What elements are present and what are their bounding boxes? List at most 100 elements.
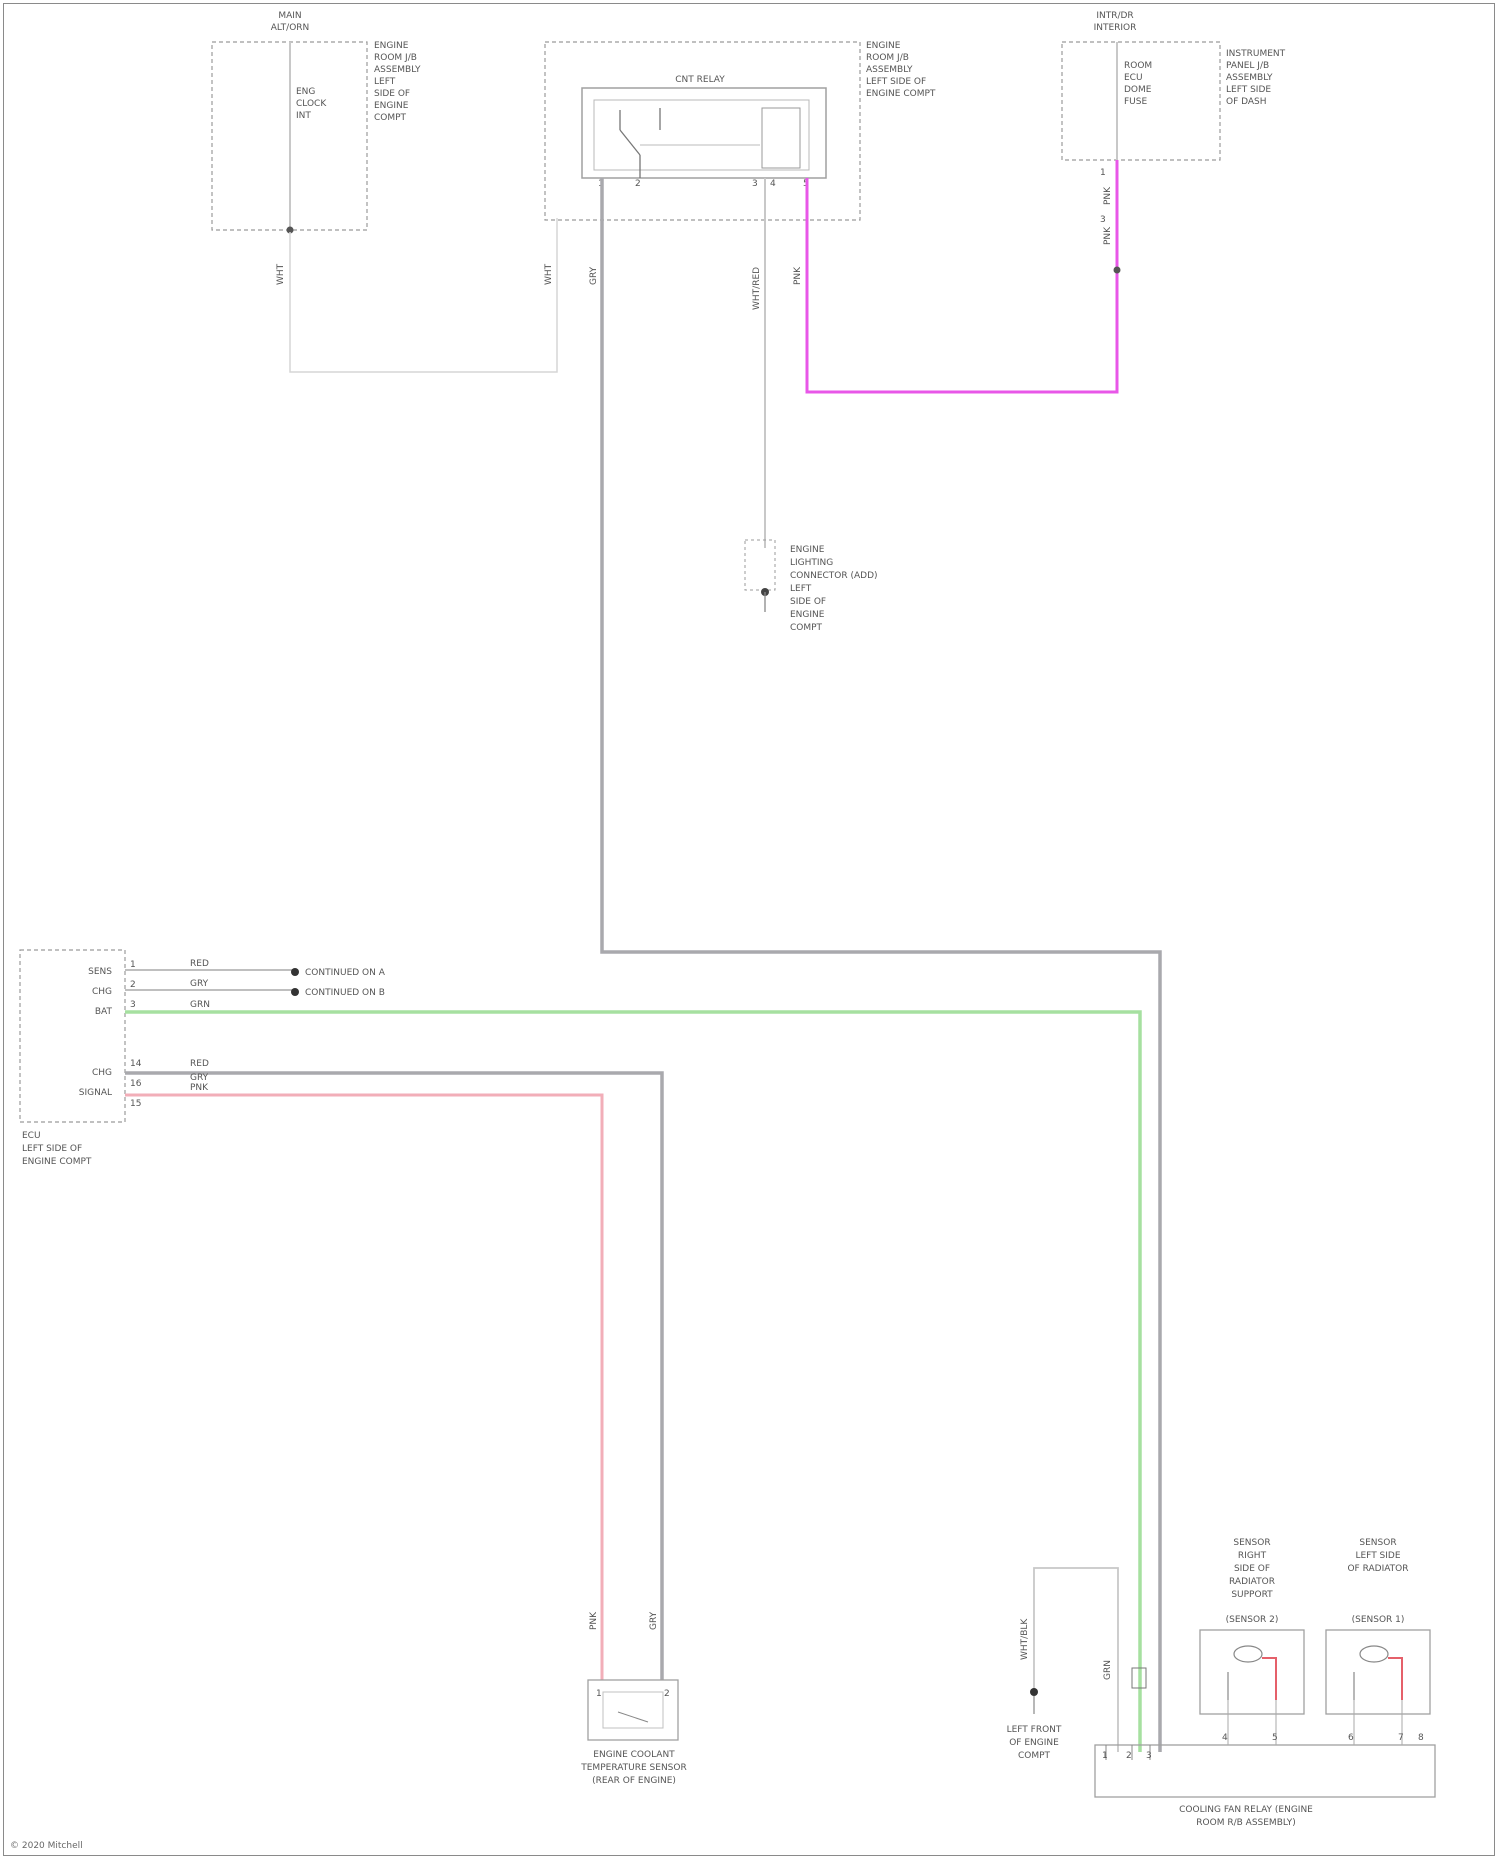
wire-label-sensor-b: GRY bbox=[649, 1611, 659, 1630]
fuse-left-title-1: MAIN bbox=[278, 11, 301, 21]
ecu-pin-3: 3 bbox=[130, 1000, 136, 1010]
cooling-fan-relay-assembly: 1 2 3 4 5 6 7 8 COOLING FAN RELAY (ENGIN… bbox=[1095, 1700, 1435, 1828]
gnd-bottom-line-2: OF ENGINE bbox=[1009, 1738, 1059, 1748]
ecu-left: SENS CHG BAT CHG SIGNAL 1 2 3 14 16 15 E… bbox=[20, 950, 142, 1167]
wire-label-ecu-e: GRY bbox=[190, 1073, 209, 1083]
fuse-right-body-3: DOME bbox=[1124, 85, 1152, 95]
ecu-pin-1: 1 bbox=[130, 960, 136, 970]
lamp-b-head-3: OF RADIATOR bbox=[1347, 1564, 1408, 1574]
assy-pin-5: 5 bbox=[1272, 1733, 1278, 1743]
lamp-a-head-2: RIGHT bbox=[1238, 1551, 1267, 1561]
assy-pin-7: 7 bbox=[1398, 1733, 1404, 1743]
gnd-bottom-line-3: COMPT bbox=[1018, 1751, 1051, 1761]
gnd-conn-line-2: LIGHTING bbox=[790, 558, 833, 568]
relay-loc-1: ENGINE bbox=[866, 41, 901, 51]
wire-label-pink-near: PNK bbox=[1103, 226, 1113, 245]
ecu-wires bbox=[125, 968, 1140, 1752]
ecu-pin-14: 14 bbox=[130, 1059, 142, 1069]
lamp-a-head-3: SIDE OF bbox=[1234, 1564, 1270, 1574]
fuse-left-loc-4: LEFT bbox=[374, 77, 396, 87]
ecu-loc-3: ENGINE COMPT bbox=[22, 1157, 92, 1167]
ecu-loc-1: ECU bbox=[22, 1131, 41, 1141]
lamp-a-body: (SENSOR 2) bbox=[1226, 1615, 1279, 1625]
ecu-pin-label-1: SENS bbox=[88, 967, 112, 977]
splice-dot-pink bbox=[1114, 267, 1121, 274]
lamp-a-head-1: SENSOR bbox=[1233, 1538, 1270, 1548]
coolant-temp-sensor: 1 2 ENGINE COOLANT TEMPERATURE SENSOR (R… bbox=[580, 1680, 686, 1786]
gnd-conn-line-1: ENGINE bbox=[790, 545, 825, 555]
fuse-right-title-1: INTR/DR bbox=[1096, 11, 1133, 21]
wire-label-grn-bottom: GRN bbox=[1103, 1660, 1113, 1680]
fuse-right-loc-2: PANEL J/B bbox=[1226, 61, 1269, 71]
ecu-pin-2: 2 bbox=[130, 980, 136, 990]
fuse-left-body-2: CLOCK bbox=[296, 99, 327, 109]
assy-pin-2: 2 bbox=[1126, 1751, 1132, 1761]
fuse-right-pin-3: 3 bbox=[1100, 215, 1106, 225]
relay-name: CNT RELAY bbox=[675, 75, 725, 85]
relay-loc-3: ASSEMBLY bbox=[866, 65, 913, 75]
fuse-right-body-4: FUSE bbox=[1124, 97, 1147, 107]
lamp-right-b: SENSOR LEFT SIDE OF RADIATOR (SENSOR 1) bbox=[1326, 1538, 1430, 1714]
relay-loc-5: ENGINE COMPT bbox=[866, 89, 936, 99]
gnd-conn-line-7: COMPT bbox=[790, 623, 823, 633]
wire-label-gray-main: GRY bbox=[589, 266, 599, 285]
fuse-right-pin-1: 1 bbox=[1100, 168, 1106, 178]
fuse-left-loc-6: ENGINE bbox=[374, 101, 409, 111]
gnd-conn-line-6: ENGINE bbox=[790, 610, 825, 620]
sensor-line-3: (REAR OF ENGINE) bbox=[592, 1776, 676, 1786]
fuse-box-top-left: MAIN ALT/ORN ENG CLOCK INT ENGINE ROOM J… bbox=[212, 11, 421, 234]
wire-label-ecu-c: GRN bbox=[190, 1000, 210, 1010]
relay-loc-4: LEFT SIDE OF bbox=[866, 77, 926, 87]
wire-label-relay-right: PNK bbox=[793, 266, 803, 285]
lamp-b-head-1: SENSOR bbox=[1359, 1538, 1396, 1548]
wire-label-relay-left: WHT bbox=[544, 263, 554, 285]
fuse-right-body-1: ROOM bbox=[1124, 61, 1152, 71]
gnd-conn-line-3: CONNECTOR (ADD) bbox=[790, 571, 878, 581]
gnd-conn-line-5: SIDE OF bbox=[790, 597, 826, 607]
assy-pin-6: 6 bbox=[1348, 1733, 1354, 1743]
wire-label-ecu-b: GRY bbox=[190, 979, 209, 989]
relay-pin-4: 4 bbox=[770, 179, 776, 189]
assy-line-2: ROOM R/B ASSEMBLY) bbox=[1196, 1818, 1295, 1828]
ecu-pin-label-2: CHG bbox=[92, 987, 112, 997]
fuse-left-body-1: ENG bbox=[296, 87, 315, 97]
wire-label-ecu-d: RED bbox=[190, 1059, 209, 1069]
wire-label-ecu-a: RED bbox=[190, 959, 209, 969]
fuse-right-loc-5: OF DASH bbox=[1226, 97, 1267, 107]
gnd-conn-line-4: LEFT bbox=[790, 584, 812, 594]
wire-label-gnd-bottom: WHT/BLK bbox=[1020, 1618, 1030, 1660]
fuse-right-loc-1: INSTRUMENT bbox=[1226, 49, 1286, 59]
lamp-a-head-5: SUPPORT bbox=[1231, 1590, 1273, 1600]
gnd-bottom-line-1: LEFT FRONT bbox=[1007, 1725, 1062, 1735]
wire-label-ecu-f: PNK bbox=[190, 1083, 209, 1093]
ground-point-bottom: LEFT FRONT OF ENGINE COMPT bbox=[1007, 1568, 1118, 1761]
lamp-right-a: SENSOR RIGHT SIDE OF RADIATOR SUPPORT (S… bbox=[1200, 1538, 1304, 1714]
wire-label-fuse-left: WHT bbox=[276, 263, 286, 285]
ecu-pin-label-5: SIGNAL bbox=[79, 1088, 112, 1098]
fuse-left-loc-7: COMPT bbox=[374, 113, 407, 123]
fuse-right-loc-3: ASSEMBLY bbox=[1226, 73, 1273, 83]
ecu-loc-2: LEFT SIDE OF bbox=[22, 1144, 82, 1154]
lamp-b-body: (SENSOR 1) bbox=[1352, 1615, 1405, 1625]
sensor-pin-2: 2 bbox=[664, 1689, 670, 1699]
assy-pin-8: 8 bbox=[1418, 1733, 1424, 1743]
assy-pin-1: 1 bbox=[1102, 1751, 1108, 1761]
sensor-pin-1: 1 bbox=[596, 1689, 602, 1699]
wire-label-relay-mid: WHT/RED bbox=[752, 267, 762, 310]
fuse-right-body-2: ECU bbox=[1124, 73, 1143, 83]
lamp-a-head-4: RADIATOR bbox=[1229, 1577, 1275, 1587]
fuse-box-top-right: INTR/DR INTERIOR ROOM ECU DOME FUSE INST… bbox=[1062, 11, 1286, 225]
ecu-pin-label-3: BAT bbox=[95, 1007, 113, 1017]
relay-pin-3: 3 bbox=[752, 179, 758, 189]
ecu-pin-label-4: CHG bbox=[92, 1068, 112, 1078]
assy-pin-3: 3 bbox=[1146, 1751, 1152, 1761]
sensor-line-1: ENGINE COOLANT bbox=[593, 1750, 675, 1760]
wires-top bbox=[290, 160, 1160, 1752]
sensor-line-2: TEMPERATURE SENSOR bbox=[580, 1763, 686, 1773]
lamp-b-head-2: LEFT SIDE bbox=[1355, 1551, 1400, 1561]
fuse-left-loc-2: ROOM J/B bbox=[374, 53, 417, 63]
callout-b: CONTINUED ON B bbox=[305, 988, 385, 998]
fuse-left-loc-1: ENGINE bbox=[374, 41, 409, 51]
fuse-left-loc-3: ASSEMBLY bbox=[374, 65, 421, 75]
